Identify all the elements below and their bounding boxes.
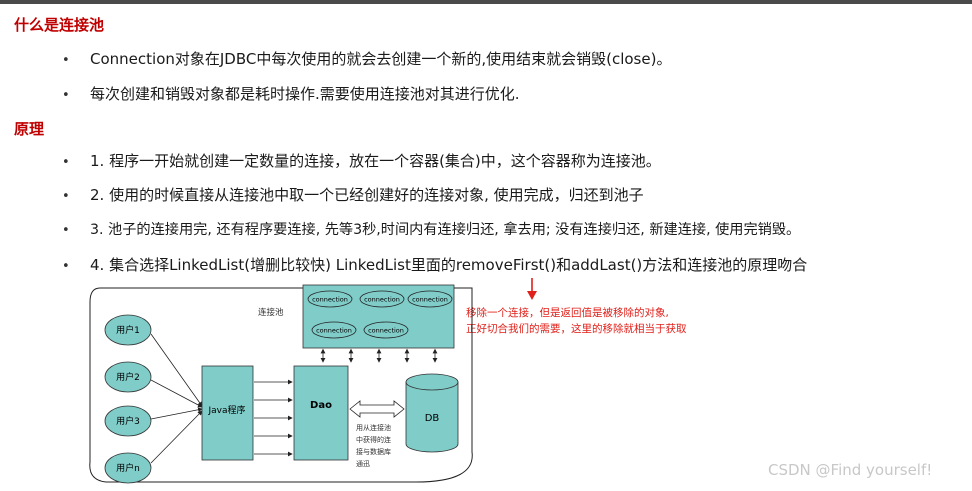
top-border: [0, 0, 972, 4]
pool-label: 连接池: [258, 307, 284, 318]
user-ellipse: [104, 361, 152, 393]
list-item: • 1. 程序一开始就创建一定数量的连接，放在一个容器(集合)中，这个容器称为连接…: [62, 150, 661, 171]
connection-pool-diagram: 连接池 connection connection connection con…: [89, 284, 473, 484]
bullet-icon: •: [62, 88, 70, 103]
connection-label: connection: [316, 327, 352, 335]
connection-label: connection: [412, 296, 448, 304]
connection-ellipse: [311, 321, 357, 339]
dao-db-double-arrow: [349, 400, 405, 418]
list-item: • 每次创建和销毁对象都是耗时操作.需要使用连接池对其进行优化.: [62, 83, 520, 104]
list-item-text: Connection对象在JDBC中每次使用的就会去创建一个新的,使用结束就会销…: [90, 50, 672, 68]
bullet-icon: •: [62, 155, 70, 170]
user-java-arrow: [150, 379, 203, 408]
connection-label: connection: [364, 296, 400, 304]
connection-ellipse: [307, 290, 353, 308]
dao-label: Dao: [310, 400, 332, 411]
java-program-box: [201, 365, 254, 461]
annotation-line-1: 移除一个连接，但是返回值是被移除的对象,: [466, 307, 669, 319]
java-program-label: Java程序: [207, 404, 245, 416]
bullet-icon: •: [62, 223, 70, 238]
connection-ellipse: [363, 321, 409, 339]
user-label: 用户n: [116, 462, 140, 474]
red-down-arrow-icon: [527, 278, 537, 300]
list-item-text: 2. 使用的时候直接从连接池中取一个已经创建好的连接对象, 使用完成，归还到池子: [90, 186, 644, 204]
connection-ellipses: connection connection connection connect…: [307, 290, 453, 339]
section-heading-principle: 原理: [14, 120, 45, 138]
list-item-text: 4. 集合选择LinkedList(增删比较快) LinkedList里面的re…: [90, 256, 808, 274]
bullet-icon: •: [62, 259, 70, 274]
user-java-arrow: [150, 410, 203, 464]
diagram-frame: [89, 287, 473, 483]
user-ellipse: [104, 314, 152, 346]
connection-ellipse: [359, 290, 405, 308]
user-label: 用户2: [116, 371, 140, 383]
dao-db-note-line: 接与数据库: [356, 447, 391, 456]
user-label: 用户1: [116, 324, 140, 336]
user-ellipse: [104, 405, 152, 437]
dao-db-note-line: 中获得的连: [356, 435, 391, 444]
connection-label: connection: [368, 327, 404, 335]
bullet-icon: •: [62, 189, 70, 204]
database-cylinder-icon: [405, 373, 459, 453]
user-ellipse: [104, 452, 152, 484]
list-item: • 3. 池子的连接用完, 还有程序要连接, 先等3秒,时间内有连接归还, 拿去用…: [62, 219, 800, 239]
user-java-arrow: [150, 407, 203, 420]
annotation-line-2: 正好切合我们的需要，这里的移除就相当于获取: [466, 323, 687, 335]
user-label: 用户3: [116, 415, 140, 427]
list-item-text: 3. 池子的连接用完, 还有程序要连接, 先等3秒,时间内有连接归还, 拿去用;…: [90, 222, 801, 238]
list-item: • Connection对象在JDBC中每次使用的就会去创建一个新的,使用结束就会…: [62, 48, 671, 69]
connection-pool-box: [302, 284, 455, 349]
bullet-icon: •: [62, 53, 70, 68]
connection-ellipse: [407, 290, 453, 308]
connection-label: connection: [312, 296, 348, 304]
dao-db-note-line: 通迅: [356, 459, 370, 468]
user-java-arrow: [150, 333, 203, 407]
dao-db-note-line: 用从连接池: [356, 423, 391, 432]
list-item: • 4. 集合选择LinkedList(增删比较快) LinkedList里面的r…: [62, 254, 807, 275]
dao-box: [293, 365, 349, 461]
list-item-text: 每次创建和销毁对象都是耗时操作.需要使用连接池对其进行优化.: [90, 85, 520, 103]
db-label: DB: [425, 413, 440, 424]
list-item-text: 1. 程序一开始就创建一定数量的连接，放在一个容器(集合)中，这个容器称为连接池…: [90, 152, 661, 170]
section-heading-what-is-pool: 什么是连接池: [14, 16, 105, 34]
list-item: • 2. 使用的时候直接从连接池中取一个已经创建好的连接对象, 使用完成，归还到池…: [62, 184, 644, 205]
watermark: CSDN @Find yourself!: [768, 461, 933, 479]
